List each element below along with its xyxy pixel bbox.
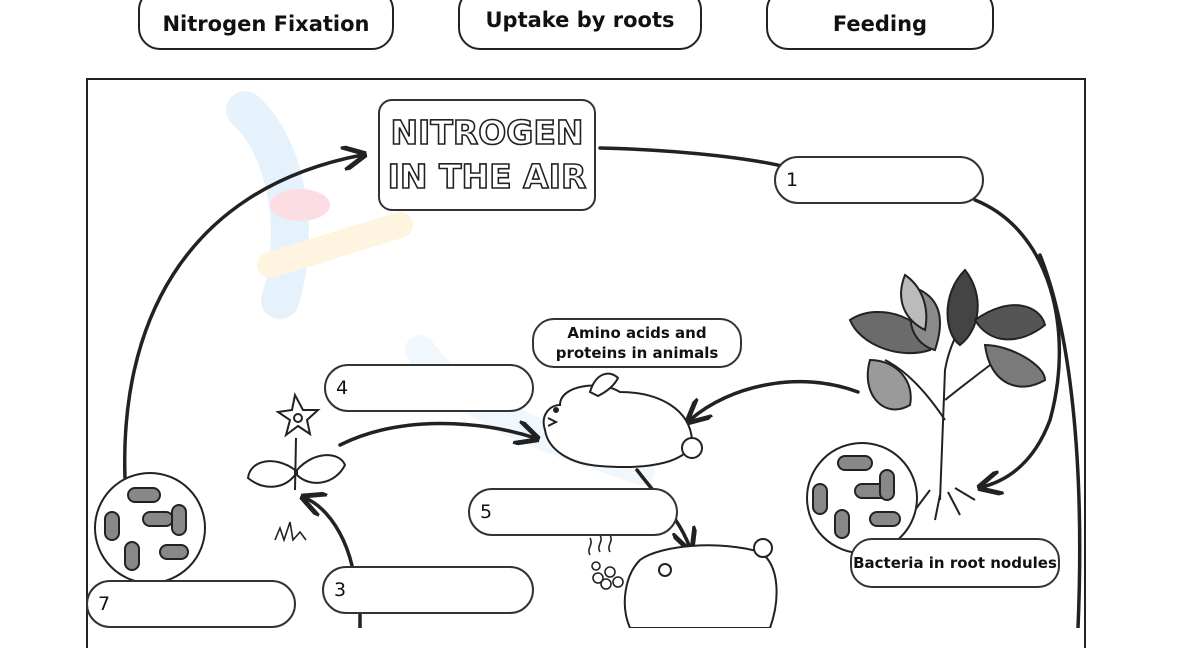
title-line-1: NITROGEN (390, 112, 585, 153)
plant-icon (848, 268, 1047, 521)
rabbit-icon (542, 372, 703, 468)
answer-blank-1[interactable]: 1 (774, 156, 984, 204)
title-line-2: IN THE AIR (387, 156, 587, 197)
pig-icon (623, 538, 778, 628)
answer-blank-5[interactable]: 5 (468, 488, 678, 536)
flower-icon (246, 392, 347, 491)
answer-blank-3[interactable]: 3 (322, 566, 534, 614)
nitrogen-in-air-title: NITROGEN IN THE AIR (378, 99, 596, 211)
blank-number: 4 (336, 377, 349, 399)
grass-icon (274, 521, 307, 543)
label-amino-acids: Amino acids and proteins in animals (532, 318, 742, 368)
blank-number: 1 (786, 169, 799, 191)
bacteria-circle-icon (94, 472, 206, 584)
label-bacteria-root-nodules: Bacteria in root nodules (850, 538, 1060, 588)
word-bank-feeding[interactable]: Feeding (766, 0, 994, 50)
answer-blank-4[interactable]: 4 (324, 364, 534, 412)
bacteria-circle-icon (806, 442, 918, 554)
word-bank-nitrogen-fixation[interactable]: Nitrogen Fixation (138, 0, 394, 50)
blank-number: 3 (334, 579, 347, 601)
diagram-frame (86, 78, 1086, 648)
word-bank-uptake-by-roots[interactable]: Uptake by roots (458, 0, 702, 50)
answer-blank-7[interactable]: 7 (86, 580, 296, 628)
blank-number: 5 (480, 501, 493, 523)
blank-number: 7 (98, 593, 111, 615)
droppings-icon (588, 534, 624, 590)
